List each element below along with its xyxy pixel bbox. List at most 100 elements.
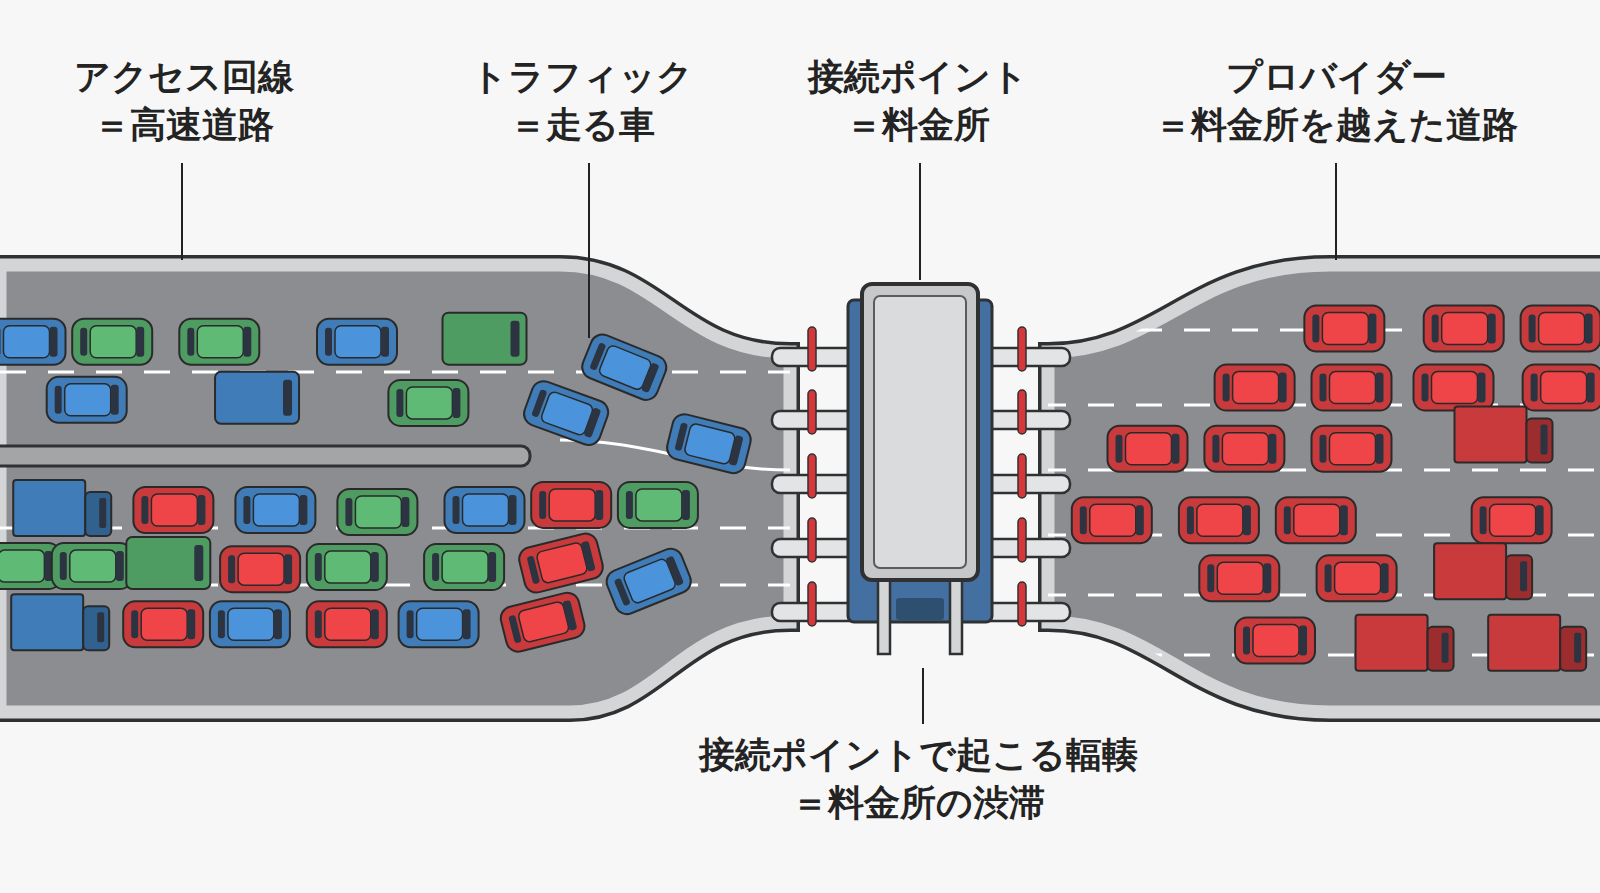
car-window	[187, 609, 195, 639]
car	[498, 590, 587, 654]
toll-window	[896, 598, 944, 620]
car-window	[452, 388, 460, 418]
car-body	[0, 319, 66, 365]
car	[1199, 555, 1279, 601]
car-window	[325, 328, 332, 356]
car-roof	[228, 608, 274, 640]
car-roof	[1335, 562, 1381, 594]
car-window	[381, 327, 389, 357]
car-window	[1299, 626, 1307, 656]
road-surface	[1048, 265, 1600, 712]
car-roof	[197, 326, 243, 358]
car-window	[1478, 373, 1486, 403]
car-body	[179, 319, 259, 365]
car-window	[595, 490, 603, 520]
car-roof	[151, 494, 197, 526]
van-window	[194, 545, 203, 581]
truck	[11, 594, 109, 650]
car-window	[641, 362, 660, 393]
car-body	[521, 378, 612, 449]
car-window	[1268, 434, 1276, 464]
car-roof	[141, 608, 187, 640]
truck-box	[1356, 615, 1428, 671]
car-body	[1424, 305, 1504, 351]
car-body	[1204, 426, 1284, 472]
car-window	[407, 610, 414, 638]
car-window	[674, 422, 688, 451]
car-roof	[0, 550, 44, 582]
car-window	[682, 490, 690, 520]
car-body	[133, 487, 213, 533]
truck-cab	[1560, 627, 1586, 671]
car-roof	[70, 550, 116, 582]
van-body	[215, 372, 299, 424]
car-body	[123, 601, 203, 647]
car-roof	[238, 553, 284, 585]
car-window	[531, 389, 547, 418]
car-window	[1340, 505, 1348, 535]
car-window	[1284, 506, 1291, 534]
car-roof	[1442, 312, 1488, 344]
car-window	[562, 600, 577, 631]
car-window	[243, 496, 250, 524]
car	[1523, 365, 1600, 411]
car-window	[80, 328, 87, 356]
car	[72, 319, 152, 365]
car-window	[432, 553, 439, 581]
car-body	[388, 380, 468, 426]
car-window	[584, 407, 602, 438]
car-window	[50, 327, 58, 357]
car	[517, 531, 606, 595]
car-roof	[517, 601, 569, 643]
gate-post	[808, 518, 816, 562]
car-roof	[1233, 372, 1279, 404]
car-roof	[1539, 312, 1585, 344]
car	[388, 380, 468, 426]
car-roof	[1541, 372, 1587, 404]
callout-label: ＝高速道路	[94, 104, 274, 145]
truck-window	[1574, 633, 1581, 663]
car-body	[1199, 555, 1279, 601]
car-window	[187, 328, 194, 356]
truck-box	[1488, 615, 1560, 671]
car	[307, 544, 387, 590]
truck-box	[11, 594, 83, 650]
car	[307, 601, 387, 647]
car	[1072, 497, 1152, 543]
car-roof	[1253, 625, 1299, 657]
van-window	[283, 380, 292, 416]
car-window	[1320, 435, 1327, 463]
car-body	[1472, 497, 1552, 543]
callout-label: 接続ポイントで起こる輻輳	[699, 734, 1138, 775]
car-window	[1243, 627, 1250, 655]
truck	[13, 480, 111, 536]
car-body	[317, 319, 397, 365]
car-window	[1172, 434, 1180, 464]
truck	[1434, 543, 1532, 599]
gate-post	[808, 390, 816, 434]
car	[1179, 497, 1259, 543]
car-body	[1276, 497, 1356, 543]
car	[47, 377, 127, 423]
car	[1424, 305, 1504, 351]
car-window	[1080, 506, 1087, 534]
car-body	[307, 601, 387, 647]
car-window	[1263, 563, 1271, 593]
car-roof	[4, 326, 50, 358]
car-window	[243, 327, 251, 357]
car-window	[1432, 314, 1439, 342]
car-window	[371, 552, 379, 582]
car	[665, 412, 754, 476]
van-body	[126, 537, 210, 589]
car-body	[1215, 365, 1295, 411]
car-window	[197, 495, 205, 525]
leader-line	[919, 163, 921, 280]
car-window	[508, 615, 522, 644]
car-window	[0, 328, 1, 356]
truck	[1356, 615, 1454, 671]
car-body	[1072, 497, 1152, 543]
van-window	[511, 321, 520, 357]
car-window	[1531, 374, 1538, 402]
car-window	[1325, 564, 1332, 592]
car-body	[424, 544, 504, 590]
